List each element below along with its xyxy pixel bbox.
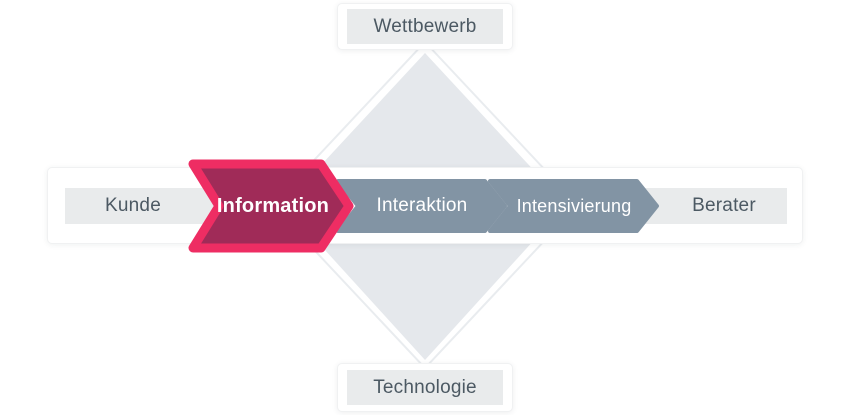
node-wettbewerb-label: Wettbewerb (373, 15, 477, 37)
stage-intensivierung-chevron (488, 179, 659, 233)
node-technologie: Technologie (347, 370, 503, 405)
node-technologie-label: Technologie (373, 376, 477, 398)
node-wettbewerb-card: Wettbewerb (337, 3, 513, 50)
stage-information-chevron (188, 159, 354, 253)
node-wettbewerb: Wettbewerb (347, 9, 503, 44)
stage-intensivierung: Intensivierung (488, 179, 660, 233)
stage-interaktion-chevron (336, 179, 507, 233)
stage-intensivierung-label: Intensivierung (516, 195, 632, 216)
node-berater: Berater (645, 188, 787, 224)
stage-information: Information (188, 159, 358, 253)
node-kunde-label: Kunde (105, 195, 161, 216)
stage-interaktion-label: Interaktion (376, 195, 468, 216)
node-kunde: Kunde (65, 188, 215, 224)
node-berater-label: Berater (692, 195, 756, 216)
stage-information-label: Information (216, 194, 330, 217)
stage-interaktion: Interaktion (336, 179, 508, 233)
node-technologie-card: Technologie (337, 363, 513, 412)
